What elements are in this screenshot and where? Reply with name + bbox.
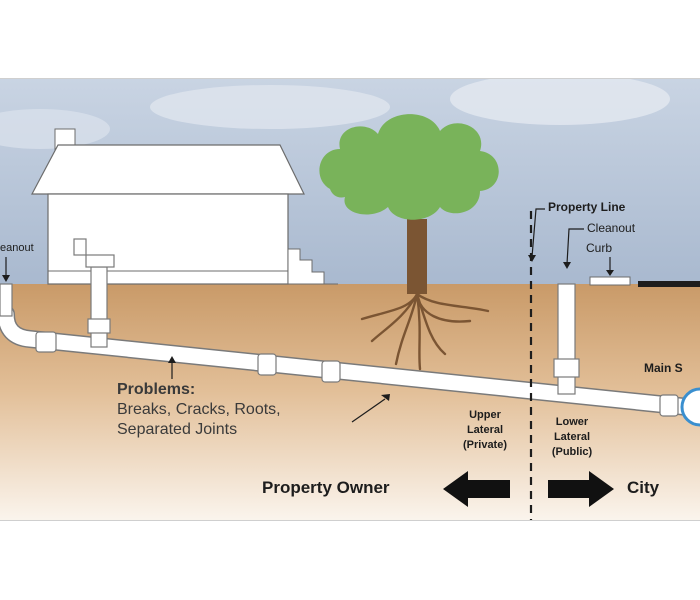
house-body bbox=[47, 193, 289, 285]
problems-pointer-2 bbox=[351, 398, 386, 423]
upper-lateral-line-3: (Private) bbox=[462, 439, 508, 451]
city-label: City bbox=[627, 478, 660, 497]
house bbox=[31, 128, 338, 285]
upper-lateral-line-1: Upper bbox=[469, 409, 501, 421]
arrow-right-icon bbox=[548, 471, 614, 507]
upper-lateral-label: Upper Lateral (Private) bbox=[445, 408, 525, 453]
problems-line-2: Separated Joints bbox=[117, 421, 238, 438]
scene bbox=[0, 79, 700, 520]
roof bbox=[31, 144, 305, 195]
upper-lateral-line-2: Lateral bbox=[466, 424, 504, 436]
curb-label: Curb bbox=[586, 241, 613, 255]
sewer-pipe bbox=[0, 238, 697, 417]
cloud bbox=[450, 79, 670, 125]
tree bbox=[319, 114, 499, 371]
main-sewer-label: Main S bbox=[644, 361, 683, 375]
cleanout-left-label: eanout bbox=[0, 242, 34, 254]
problems-line-1: Breaks, Cracks, Roots, bbox=[117, 401, 281, 418]
house-cleanout-pipe bbox=[90, 266, 108, 348]
problems-title: Problems: bbox=[117, 381, 196, 398]
curb bbox=[589, 276, 631, 286]
lower-lateral-line-3: (Public) bbox=[551, 446, 593, 458]
steps bbox=[287, 248, 338, 285]
lower-lateral-label: Lower Lateral (Public) bbox=[536, 415, 608, 460]
arrow-left-icon bbox=[443, 471, 510, 507]
road bbox=[638, 281, 700, 287]
cleanout-right-pointer bbox=[566, 228, 584, 265]
lower-lateral-line-2: Lateral bbox=[553, 431, 591, 443]
property-line-pointer bbox=[531, 208, 545, 258]
tree-roots bbox=[360, 292, 490, 371]
main-sewer bbox=[680, 387, 700, 427]
tree-canopy bbox=[319, 114, 499, 220]
property-owner-label: Property Owner bbox=[262, 478, 390, 497]
tree-trunk bbox=[407, 219, 427, 294]
lower-lateral-line-1: Lower bbox=[555, 416, 589, 428]
cloud bbox=[150, 85, 390, 129]
diagram-frame: eanout Property Line Cleanout Curb Main … bbox=[0, 78, 700, 521]
property-line-label: Property Line bbox=[548, 200, 626, 214]
cleanout-right-label: Cleanout bbox=[587, 221, 636, 235]
